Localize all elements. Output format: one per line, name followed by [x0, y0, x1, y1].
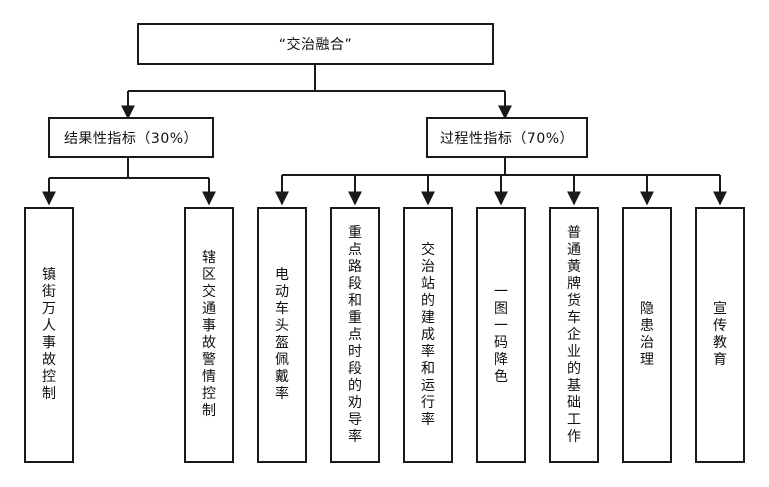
category-node-process-label: 过程性指标（70%）	[439, 130, 575, 147]
category-node-result-label: 结果性指标（30%）	[63, 130, 199, 147]
leaf-node-2-label: 辖区交通事故警情控制	[202, 250, 216, 419]
leaf-node-8: 隐患治理	[622, 207, 672, 463]
leaf-node-7: 普通黄牌货车企业的基础工作	[549, 207, 599, 463]
leaf-node-6-label: 一图一码降色	[494, 284, 508, 385]
leaf-node-3-label: 电动车头盔佩戴率	[275, 267, 289, 402]
leaf-node-2: 辖区交通事故警情控制	[184, 207, 234, 463]
root-node: “交治融合”	[137, 23, 494, 65]
leaf-node-4: 重点路段和重点时段的劝导率	[330, 207, 380, 463]
leaf-node-4-label: 重点路段和重点时段的劝导率	[348, 224, 362, 445]
category-node-result: 结果性指标（30%）	[48, 117, 214, 158]
leaf-node-9: 宣传教育	[695, 207, 745, 463]
leaf-node-9-label: 宣传教育	[713, 301, 727, 368]
leaf-node-5-label: 交治站的建成率和运行率	[421, 241, 435, 428]
leaf-node-1: 镇街万人事故控制	[24, 207, 74, 463]
category-node-process: 过程性指标（70%）	[426, 117, 588, 158]
leaf-node-3: 电动车头盔佩戴率	[257, 207, 307, 463]
leaf-node-8-label: 隐患治理	[640, 301, 654, 368]
leaf-node-6: 一图一码降色	[476, 207, 526, 463]
leaf-node-5: 交治站的建成率和运行率	[403, 207, 453, 463]
leaf-node-7-label: 普通黄牌货车企业的基础工作	[567, 224, 581, 445]
leaf-node-1-label: 镇街万人事故控制	[42, 267, 56, 402]
root-node-label: “交治融合”	[278, 37, 353, 53]
